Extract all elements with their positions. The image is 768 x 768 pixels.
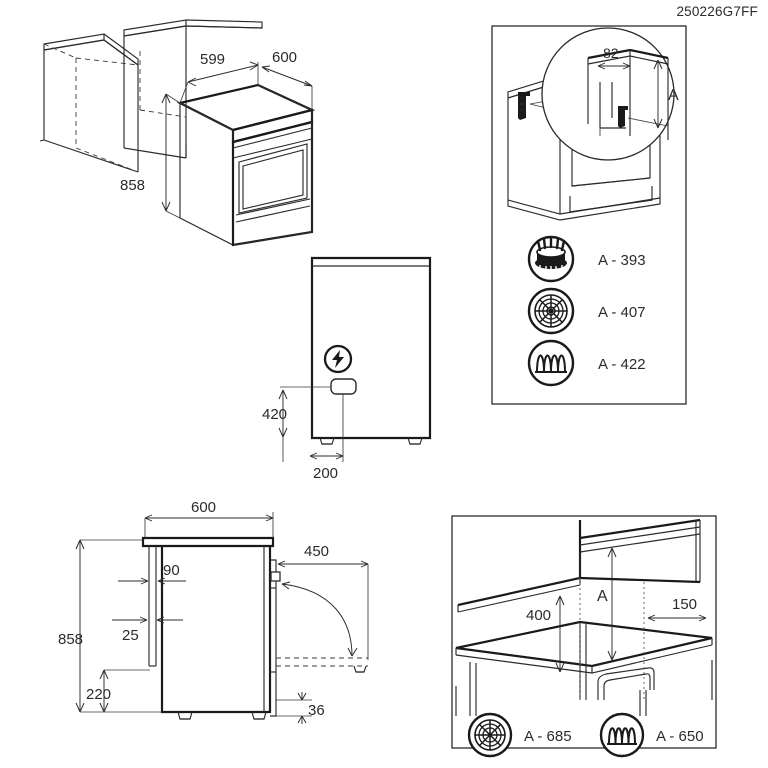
cooker-isometric-body bbox=[176, 83, 316, 247]
appliance-feet-rear bbox=[319, 437, 423, 445]
dimension-25: 25 bbox=[112, 616, 183, 644]
dimension-90: 90 bbox=[118, 562, 186, 585]
legend-label-coil-bottom: A - 650 bbox=[656, 728, 704, 745]
dimension-36: 36 bbox=[270, 692, 325, 724]
dimension-858: 858 bbox=[120, 93, 181, 219]
panel-hob-clearance: 400 A 150 bbox=[451, 515, 717, 758]
coil-hob-icon bbox=[535, 354, 567, 373]
dimension-A-clearance-label: A bbox=[597, 588, 608, 605]
door-swing-arc bbox=[281, 581, 358, 657]
dimension-450-label: 450 bbox=[304, 543, 329, 560]
ceramic-hob-icon bbox=[474, 719, 506, 751]
dimension-220-label: 220 bbox=[86, 686, 111, 703]
electrical-supply-icon bbox=[323, 344, 353, 374]
legend-label-ceramic: A - 407 bbox=[598, 304, 646, 321]
dimension-400: 400 bbox=[526, 595, 565, 673]
legend-row-gas: A - 393 bbox=[527, 235, 646, 283]
hob-type-legend-top: A - 393 A - 407 bbox=[527, 235, 646, 387]
dimension-599: 599 bbox=[179, 51, 259, 104]
hob-type-legend-bottom: A - 685 A - 650 bbox=[467, 712, 704, 758]
dimension-600-depth-label: 600 bbox=[191, 499, 216, 516]
ceramic-hob-icon bbox=[534, 294, 568, 328]
legend-row-coil-bottom: A - 650 bbox=[599, 712, 704, 758]
legend-row-coil: A - 422 bbox=[527, 339, 646, 387]
dimension-220: 220 bbox=[86, 669, 150, 713]
power-connection-box bbox=[330, 378, 357, 395]
dimension-600-label: 600 bbox=[272, 49, 297, 66]
dimension-200: 200 bbox=[282, 394, 344, 482]
dimension-450: 450 bbox=[277, 543, 369, 660]
view-isometric-installation: 599 600 858 bbox=[39, 19, 316, 247]
detail-magnifier-circle: 82 A bbox=[541, 27, 679, 161]
lower-cabinet-legs bbox=[455, 622, 713, 716]
dimension-25-label: 25 bbox=[122, 627, 139, 644]
dimension-A-clearance: A bbox=[597, 547, 617, 661]
dimension-150: 150 bbox=[647, 596, 707, 622]
coil-hob-icon bbox=[607, 727, 637, 745]
panel-anti-tip-detail: 82 A bbox=[491, 25, 687, 405]
legend-label-gas: A - 393 bbox=[598, 252, 646, 269]
dimension-A-label: A bbox=[668, 87, 679, 104]
legend-label-ceramic-bottom: A - 685 bbox=[524, 728, 572, 745]
dimension-420: 420 bbox=[262, 386, 331, 438]
dimension-150-label: 150 bbox=[672, 596, 697, 613]
document-code: 250226G7FF bbox=[676, 4, 758, 19]
dimension-858-side: 858 bbox=[58, 539, 162, 713]
dimension-200-label: 200 bbox=[313, 465, 338, 482]
dimension-600: 600 bbox=[261, 49, 313, 110]
appliance-feet-side bbox=[177, 711, 267, 720]
legend-label-coil: A - 422 bbox=[598, 356, 646, 373]
right-cabinet-outline bbox=[123, 19, 263, 159]
dimension-36-label: 36 bbox=[308, 702, 325, 719]
wall-cabinet-group bbox=[457, 518, 701, 613]
dimension-400-label: 400 bbox=[526, 607, 551, 624]
view-side-section: 600 bbox=[58, 499, 369, 724]
dimension-600-depth: 600 bbox=[144, 499, 274, 540]
dimension-858-label: 858 bbox=[120, 177, 145, 194]
dimension-599-label: 599 bbox=[200, 51, 225, 68]
dimension-90-label: 90 bbox=[163, 562, 180, 579]
view-rear: 420 200 bbox=[262, 256, 432, 482]
door-open-position bbox=[276, 657, 368, 673]
dimension-420-label: 420 bbox=[262, 406, 287, 423]
dimension-858-side-label: 858 bbox=[58, 631, 83, 648]
left-cabinet-outline bbox=[39, 33, 139, 173]
dimension-82-label: 82 bbox=[603, 45, 619, 61]
legend-row-ceramic: A - 407 bbox=[527, 287, 646, 335]
gas-burner-icon bbox=[535, 236, 567, 269]
worktop-plane bbox=[455, 620, 713, 674]
legend-row-ceramic-bottom: A - 685 bbox=[467, 712, 572, 758]
